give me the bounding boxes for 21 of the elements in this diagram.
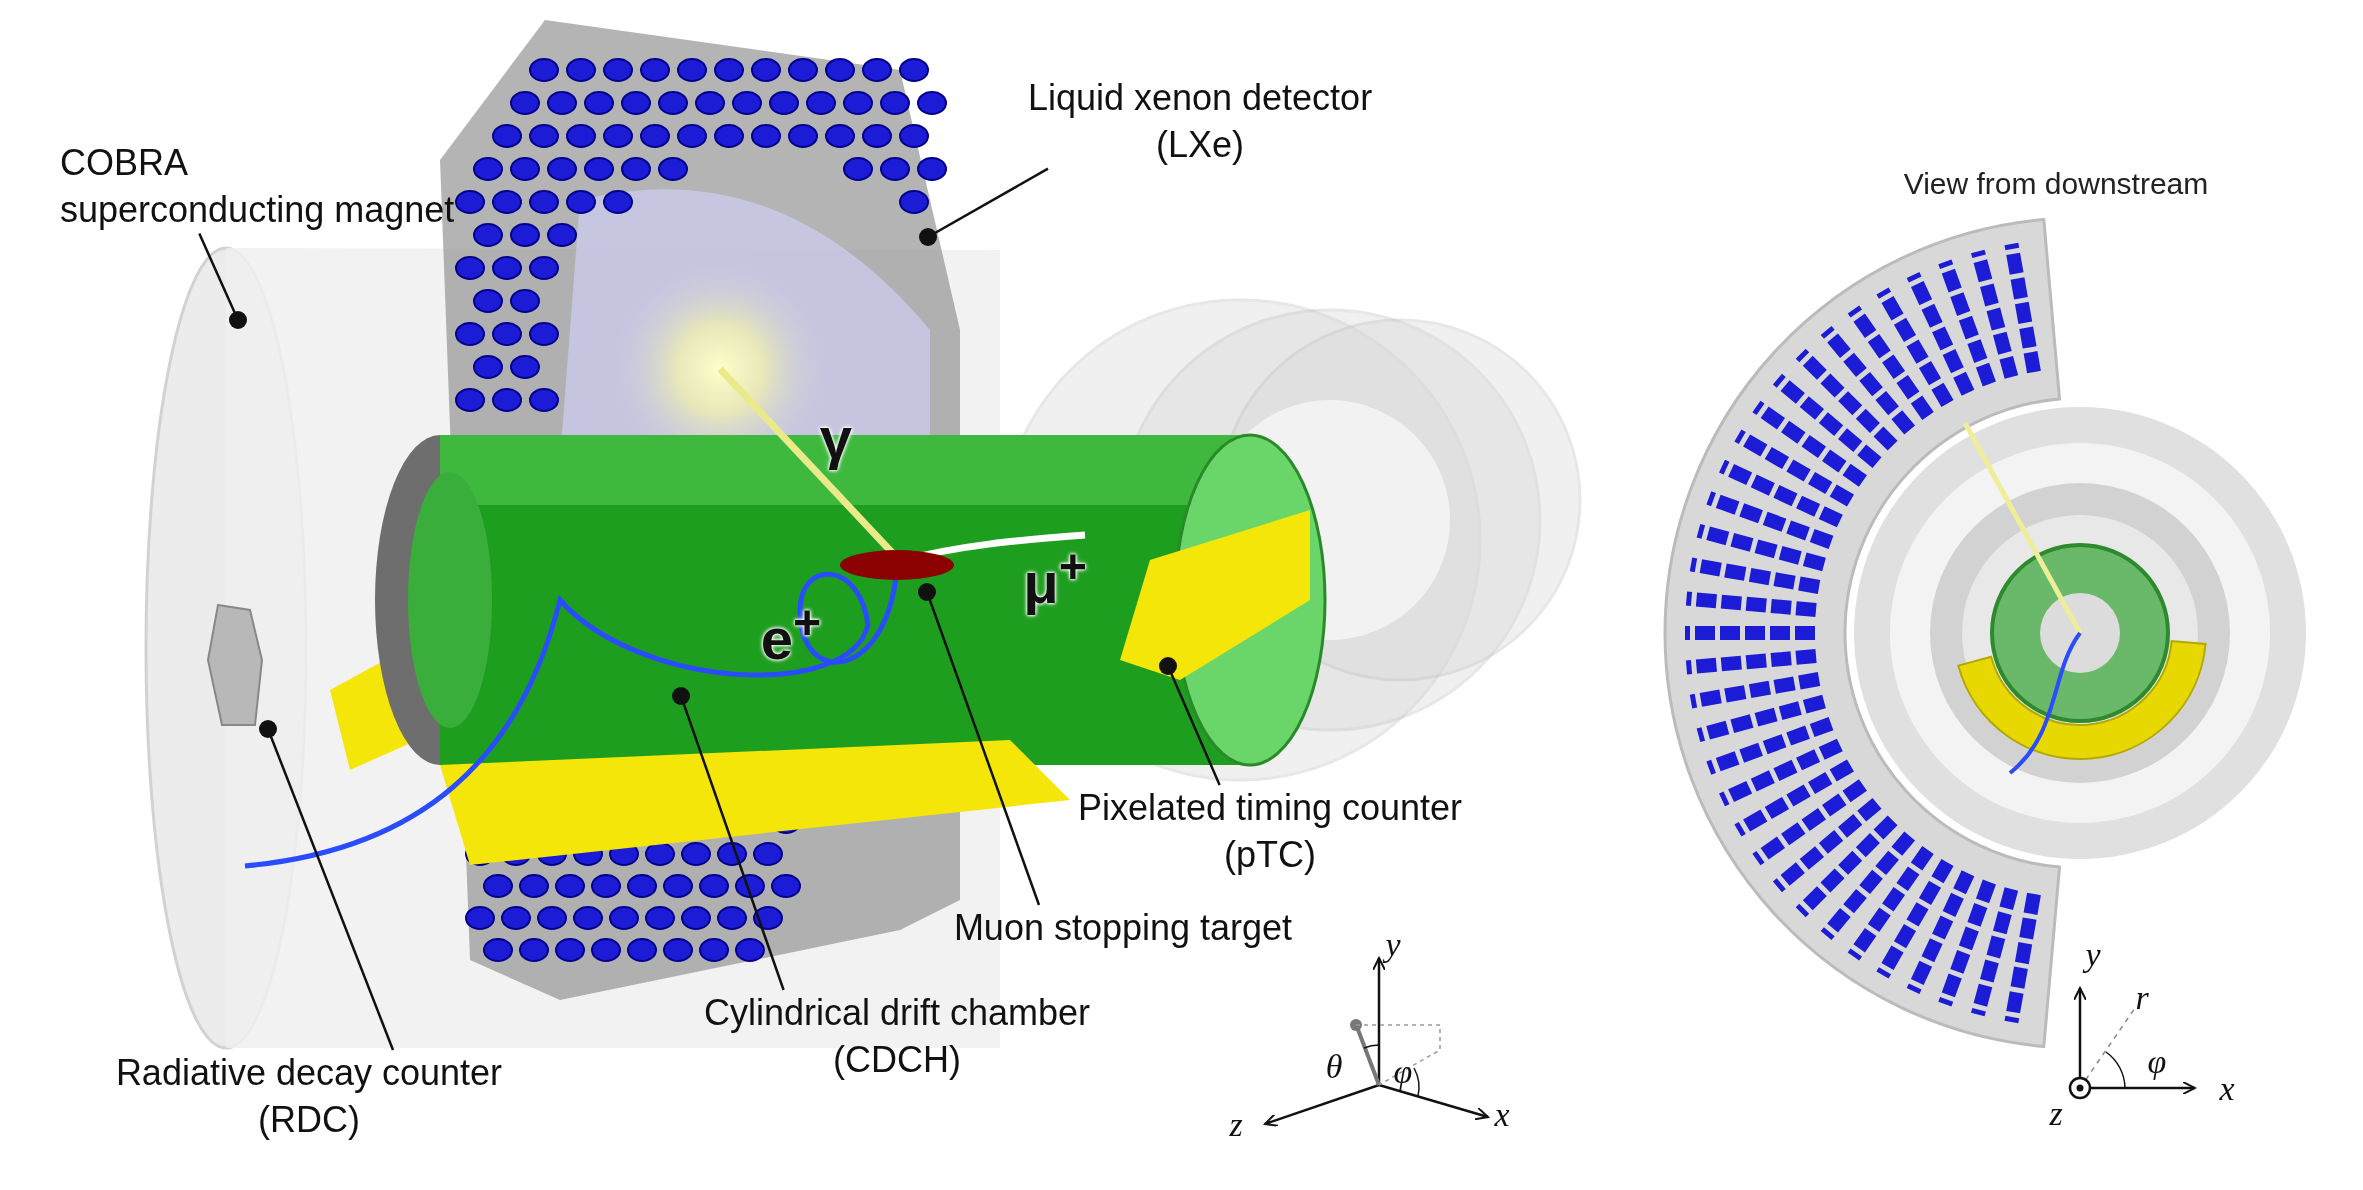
- leader-line: [672, 687, 785, 991]
- view-caption: View from downstream: [1903, 167, 2209, 201]
- leader-line: [918, 583, 1041, 906]
- leader-line: [198, 233, 247, 329]
- part-label: COBRA superconducting magnet: [60, 140, 458, 234]
- axis-label: x: [1494, 1096, 1510, 1134]
- leader-line: [919, 167, 1049, 246]
- leader-line: [259, 720, 395, 1051]
- angle-label: φ: [2147, 1043, 2167, 1081]
- part-label: Radiative decay counter (RDC): [99, 1050, 519, 1144]
- axis-label: r: [2135, 979, 2149, 1017]
- part-label: Liquid xenon detector (LXe): [1010, 75, 1390, 169]
- axis-label: z: [2049, 1095, 2063, 1133]
- particle-label: μ$^{+}$: [1023, 537, 1087, 617]
- axis-label: z: [1229, 1106, 1243, 1144]
- angle-label: θ: [1325, 1048, 1343, 1086]
- angle-label: φ: [1393, 1053, 1413, 1091]
- axis-label: x: [2219, 1070, 2235, 1108]
- part-label: Pixelated timing counter (pTC): [1060, 785, 1480, 879]
- part-label: Muon stopping target: [913, 905, 1333, 952]
- part-label: Cylindrical drift chamber (CDCH): [687, 990, 1107, 1084]
